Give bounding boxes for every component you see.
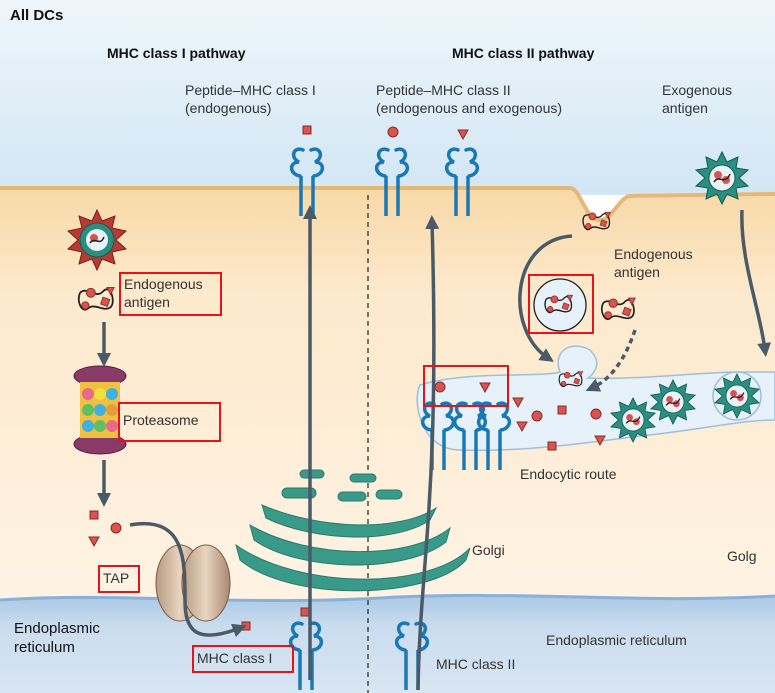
endogenous-antigen-highlight [119, 272, 222, 316]
pep-mhc2-label-line1: Peptide–MHC class II [376, 82, 511, 98]
golgi-label: Golgi [472, 542, 505, 558]
right-endo-antigen-line1: Endogenous [614, 246, 693, 262]
class2-pathway-title: MHC class II pathway [452, 45, 595, 61]
tap-label: TAP [103, 570, 130, 586]
endosome-highlight [528, 274, 594, 334]
proteasome-label: Proteasome [123, 412, 199, 428]
tap-highlight [98, 565, 140, 593]
left-endo-antigen-line2: antigen [124, 294, 170, 310]
mhc2-label: MHC class II [436, 656, 516, 672]
class1-pathway-title: MHC class I pathway [107, 45, 246, 61]
endocytic-route-label: Endocytic route [520, 466, 617, 482]
pep-mhc1-label-line2: (endogenous) [185, 100, 272, 116]
proteasome-highlight [118, 402, 221, 442]
er-right-label: Endoplasmic reticulum [546, 632, 687, 648]
exogenous-label-line1: Exogenous [662, 82, 733, 98]
mhc1-label: MHC class I [197, 650, 273, 666]
pep-mhc1-label-line1: Peptide–MHC class I [185, 82, 316, 98]
pep-mhc2-label-line2: (endogenous and exogenous) [376, 100, 563, 116]
golgi-right-label: Golg [727, 548, 757, 564]
mhc2-peptide-highlight [423, 365, 509, 407]
er-label-line2: reticulum [14, 639, 75, 656]
exogenous-label-line2: antigen [662, 100, 708, 116]
left-endo-antigen-line1: Endogenous [124, 276, 203, 292]
mhc1-highlight [192, 645, 294, 673]
corner-label: All DCs [10, 7, 64, 24]
er-label-line1: Endoplasmic [14, 620, 100, 637]
right-endo-antigen-line2: antigen [614, 264, 660, 280]
